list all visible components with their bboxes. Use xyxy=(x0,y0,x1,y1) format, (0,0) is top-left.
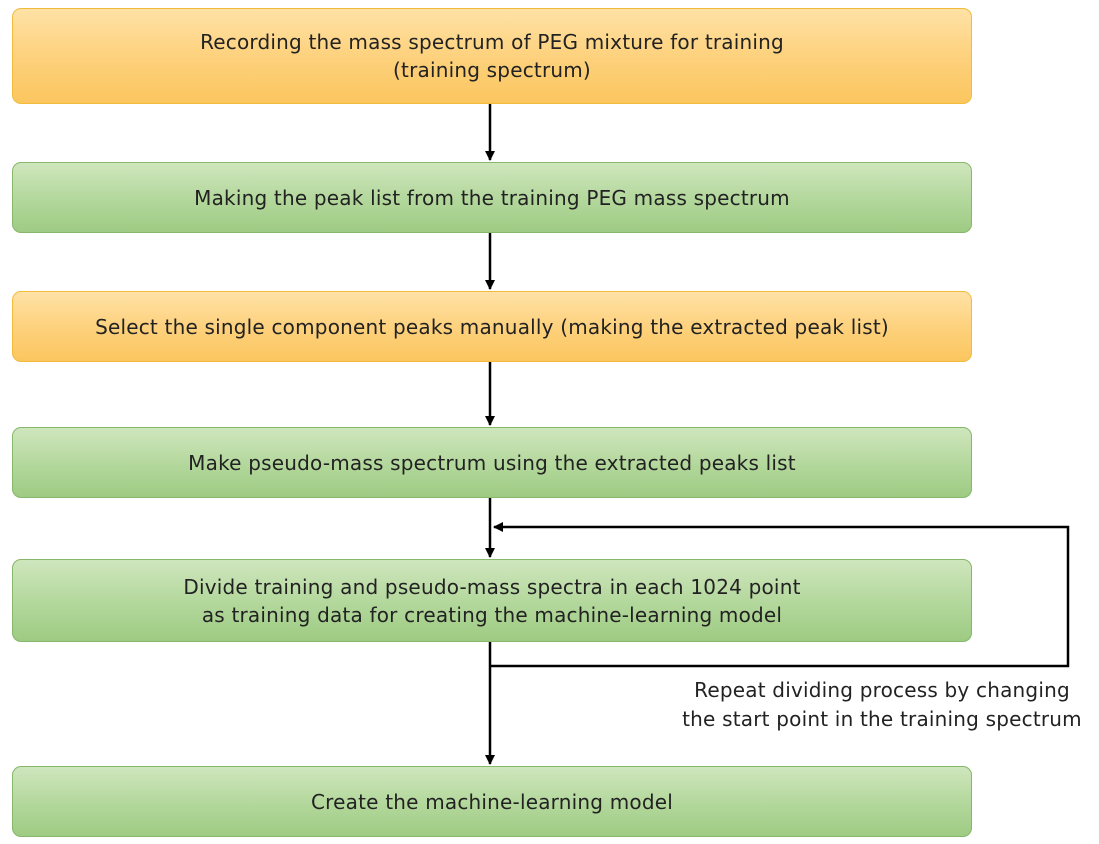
step-record-training-spectrum: Recording the mass spectrum of PEG mixtu… xyxy=(12,8,972,104)
step-divide-spectra: Divide training and pseudo-mass spectra … xyxy=(12,559,972,642)
step-make-peak-list: Making the peak list from the training P… xyxy=(12,162,972,233)
loop-note-line: the start point in the training spectrum xyxy=(682,707,1082,731)
loop-note: Repeat dividing process by changing the … xyxy=(662,676,1099,734)
step-text-line: Select the single component peaks manual… xyxy=(95,314,889,339)
loop-back-connector xyxy=(490,522,1070,668)
step-text-line: as training data for creating the machin… xyxy=(201,602,783,627)
step-text-line: Recording the mass spectrum of PEG mixtu… xyxy=(200,30,784,54)
step-text-line: (training spectrum) xyxy=(393,58,591,82)
step-make-pseudo-mass-spectrum: Make pseudo-mass spectrum using the extr… xyxy=(12,427,972,498)
loop-note-line: Repeat dividing process by changing xyxy=(694,678,1070,702)
step-create-ml-model: Create the machine-learning model xyxy=(12,766,972,837)
step-text-line: Divide training and pseudo-mass spectra … xyxy=(183,574,801,599)
step-text-line: Making the peak list from the training P… xyxy=(194,185,790,210)
step-text-line: Make pseudo-mass spectrum using the extr… xyxy=(188,450,796,475)
step-select-single-component-peaks: Select the single component peaks manual… xyxy=(12,291,972,362)
step-text-line: Create the machine-learning model xyxy=(311,789,673,814)
